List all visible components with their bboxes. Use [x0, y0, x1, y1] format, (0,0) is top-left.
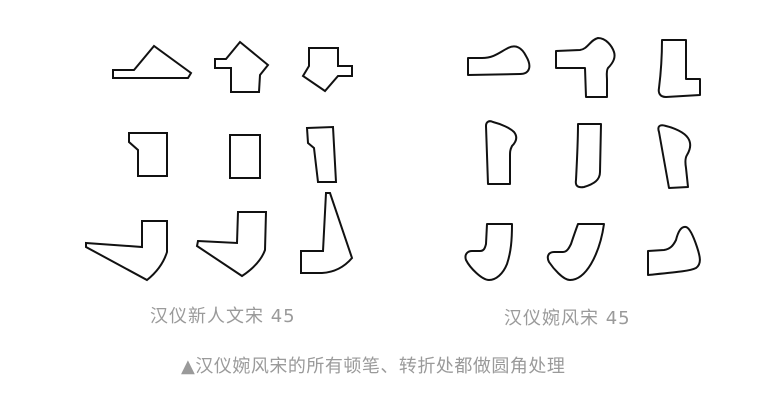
rounded-shape-4: [485, 120, 518, 185]
stroke-shape-8: [195, 211, 268, 278]
right-font-label: 汉仪婉风宋 45: [504, 308, 631, 329]
stroke-shape-6: [305, 125, 338, 183]
stroke-shape-2: [214, 40, 270, 93]
left-font-label: 汉仪新人文宋 45: [150, 306, 296, 327]
rounded-shape-8: [546, 223, 605, 281]
rounded-shape-7: [464, 223, 513, 281]
stroke-shape-5: [229, 134, 261, 179]
stroke-shape-1: [112, 44, 193, 79]
stroke-shape-4: [128, 132, 168, 177]
figure-caption: ▲汉仪婉风宋的所有顿笔、转折处都做圆角处理: [181, 356, 566, 377]
rounded-shape-2: [555, 37, 616, 98]
rounded-shape-6: [657, 124, 692, 189]
rounded-shape-9: [647, 225, 701, 276]
rounded-shape-5: [574, 123, 602, 189]
stroke-shape-7: [85, 220, 168, 282]
stroke-shape-9: [300, 192, 354, 274]
rounded-shape-1: [467, 45, 531, 76]
right-panel-rounded-strokes: [464, 37, 701, 281]
stroke-shape-3: [301, 47, 353, 93]
rounded-shape-3: [657, 39, 701, 98]
left-panel-angular-strokes: [85, 40, 354, 282]
